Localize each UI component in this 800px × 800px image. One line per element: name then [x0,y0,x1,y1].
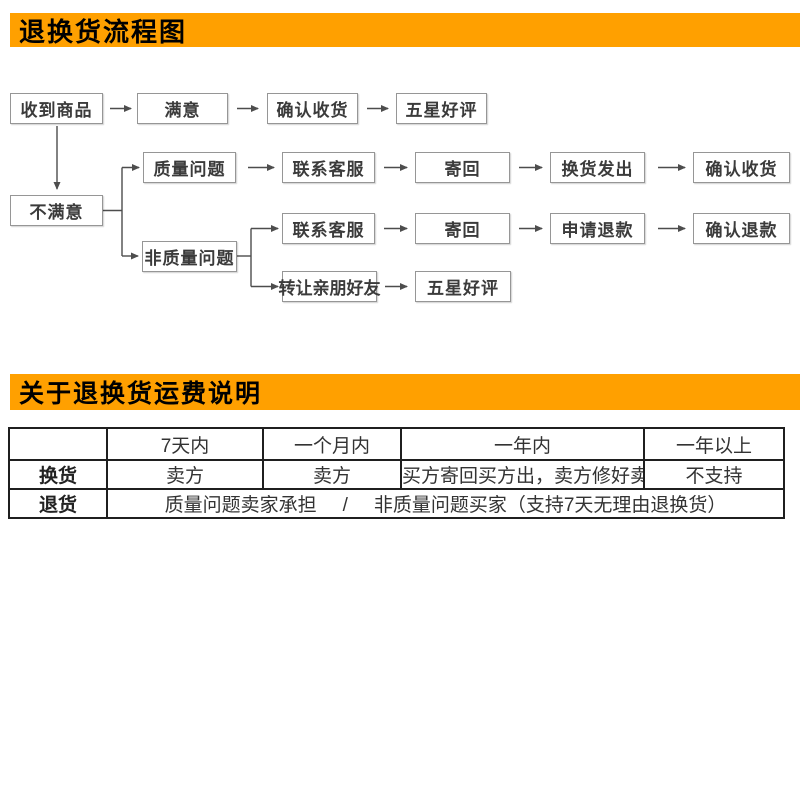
column-header-over-year: 一年以上 [643,427,785,461]
flow-node-contact-service-2: 联系客服 [282,213,375,244]
flow-node-transfer-friends: 转让亲朋好友 [279,271,381,302]
shipping-fee-table: 7天内 一个月内 一年内 一年以上 换货 卖方 卖方 买方寄回买方出，卖方修好卖… [8,427,785,519]
flow-node-send-back-2: 寄回 [415,213,510,244]
flow-node-send-back-1: 寄回 [415,152,510,183]
flow-section-title: 退换货流程图 [19,16,188,47]
flow-node-non-quality-issue: 非质量问题 [142,241,237,272]
table-cell: 卖方 [262,459,402,490]
flow-node-exchange-shipped: 换货发出 [550,152,645,183]
table-cell: 买方寄回买方出，卖方修好卖方出 [400,459,645,490]
flow-node-contact-service-1: 联系客服 [282,152,375,183]
flow-node-unsatisfied: 不满意 [10,195,103,226]
flow-node-confirm-receipt-1: 确认收货 [267,93,358,124]
shipping-section-banner: 关于退换货运费说明 [10,374,800,410]
return-policy-non-quality: 非质量问题买家（支持7天无理由退换货） [373,495,727,516]
row-header-return: 退货 [8,488,108,519]
table-row-exchange: 换货 卖方 卖方 买方寄回买方出，卖方修好卖方出 不支持 [8,459,785,490]
flow-node-five-star-1: 五星好评 [396,93,487,124]
return-policy-separator: / [342,495,348,516]
table-cell: 不支持 [643,459,785,490]
table-cell: 卖方 [106,459,264,490]
row-header-exchange: 换货 [8,459,108,490]
column-header-blank [8,427,108,461]
flowchart-connectors [53,105,686,290]
flow-node-confirm-receipt-2: 确认收货 [693,152,790,183]
flow-node-received: 收到商品 [10,93,103,124]
flow-node-quality-issue: 质量问题 [143,152,236,183]
table-row-return: 退货 质量问题卖家承担 / 非质量问题买家（支持7天无理由退换货） [8,488,785,519]
flow-node-confirm-refund: 确认退款 [693,213,790,244]
flow-node-five-star-2: 五星好评 [415,271,511,302]
shipping-section-title: 关于退换货运费说明 [19,380,263,408]
flow-node-request-refund: 申请退款 [550,213,645,244]
flow-section-banner: 退换货流程图 [10,13,800,47]
return-policy-quality: 质量问题卖家承担 [164,495,317,516]
column-header-one-year: 一年内 [400,427,645,461]
table-header-row: 7天内 一个月内 一年内 一年以上 [8,427,785,461]
column-header-one-month: 一个月内 [262,427,402,461]
table-cell-merged: 质量问题卖家承担 / 非质量问题买家（支持7天无理由退换货） [106,488,785,519]
flow-node-satisfied: 满意 [137,93,228,124]
column-header-7-days: 7天内 [106,427,264,461]
